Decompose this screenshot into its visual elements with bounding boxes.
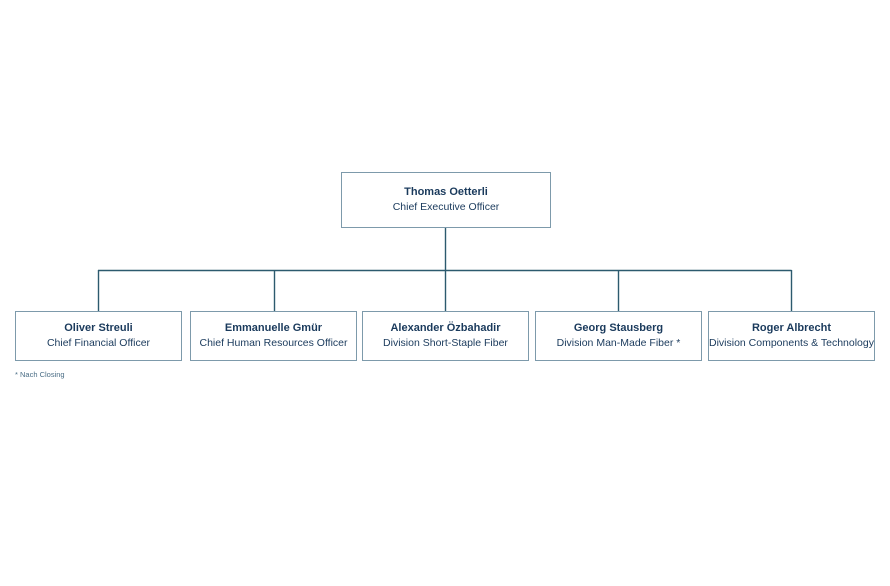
org-node-ceo: Thomas Oetterli Chief Executive Officer	[341, 172, 551, 228]
org-node-report-chro: Emmanuelle Gmür Chief Human Resources Of…	[190, 311, 357, 361]
org-node-name: Emmanuelle Gmür	[224, 322, 323, 334]
org-node-title: Chief Human Resources Officer	[199, 337, 348, 349]
org-node-name: Georg Stausberg	[573, 322, 664, 334]
org-node-report-short-staple-fiber: Alexander Özbahadir Division Short-Stapl…	[362, 311, 529, 361]
org-node-name: Oliver Streuli	[64, 322, 133, 334]
org-node-name: Thomas Oetterli	[404, 186, 488, 198]
org-node-name: Alexander Özbahadir	[390, 322, 501, 334]
org-node-title: Chief Executive Officer	[392, 201, 500, 213]
org-node-report-cfo: Oliver Streuli Chief Financial Officer	[15, 311, 182, 361]
org-node-report-man-made-fiber: Georg Stausberg Division Man-Made Fiber …	[535, 311, 702, 361]
org-node-title: Division Short-Staple Fiber	[383, 337, 508, 349]
org-node-name: Roger Albrecht	[751, 322, 832, 334]
chart-footnote: * Nach Closing	[15, 370, 65, 379]
org-node-title: Division Components & Technology	[709, 337, 874, 349]
org-node-title: Division Man-Made Fiber *	[556, 337, 681, 349]
org-node-title: Chief Financial Officer	[46, 337, 151, 349]
org-node-report-components-technology: Roger Albrecht Division Components & Tec…	[708, 311, 875, 361]
